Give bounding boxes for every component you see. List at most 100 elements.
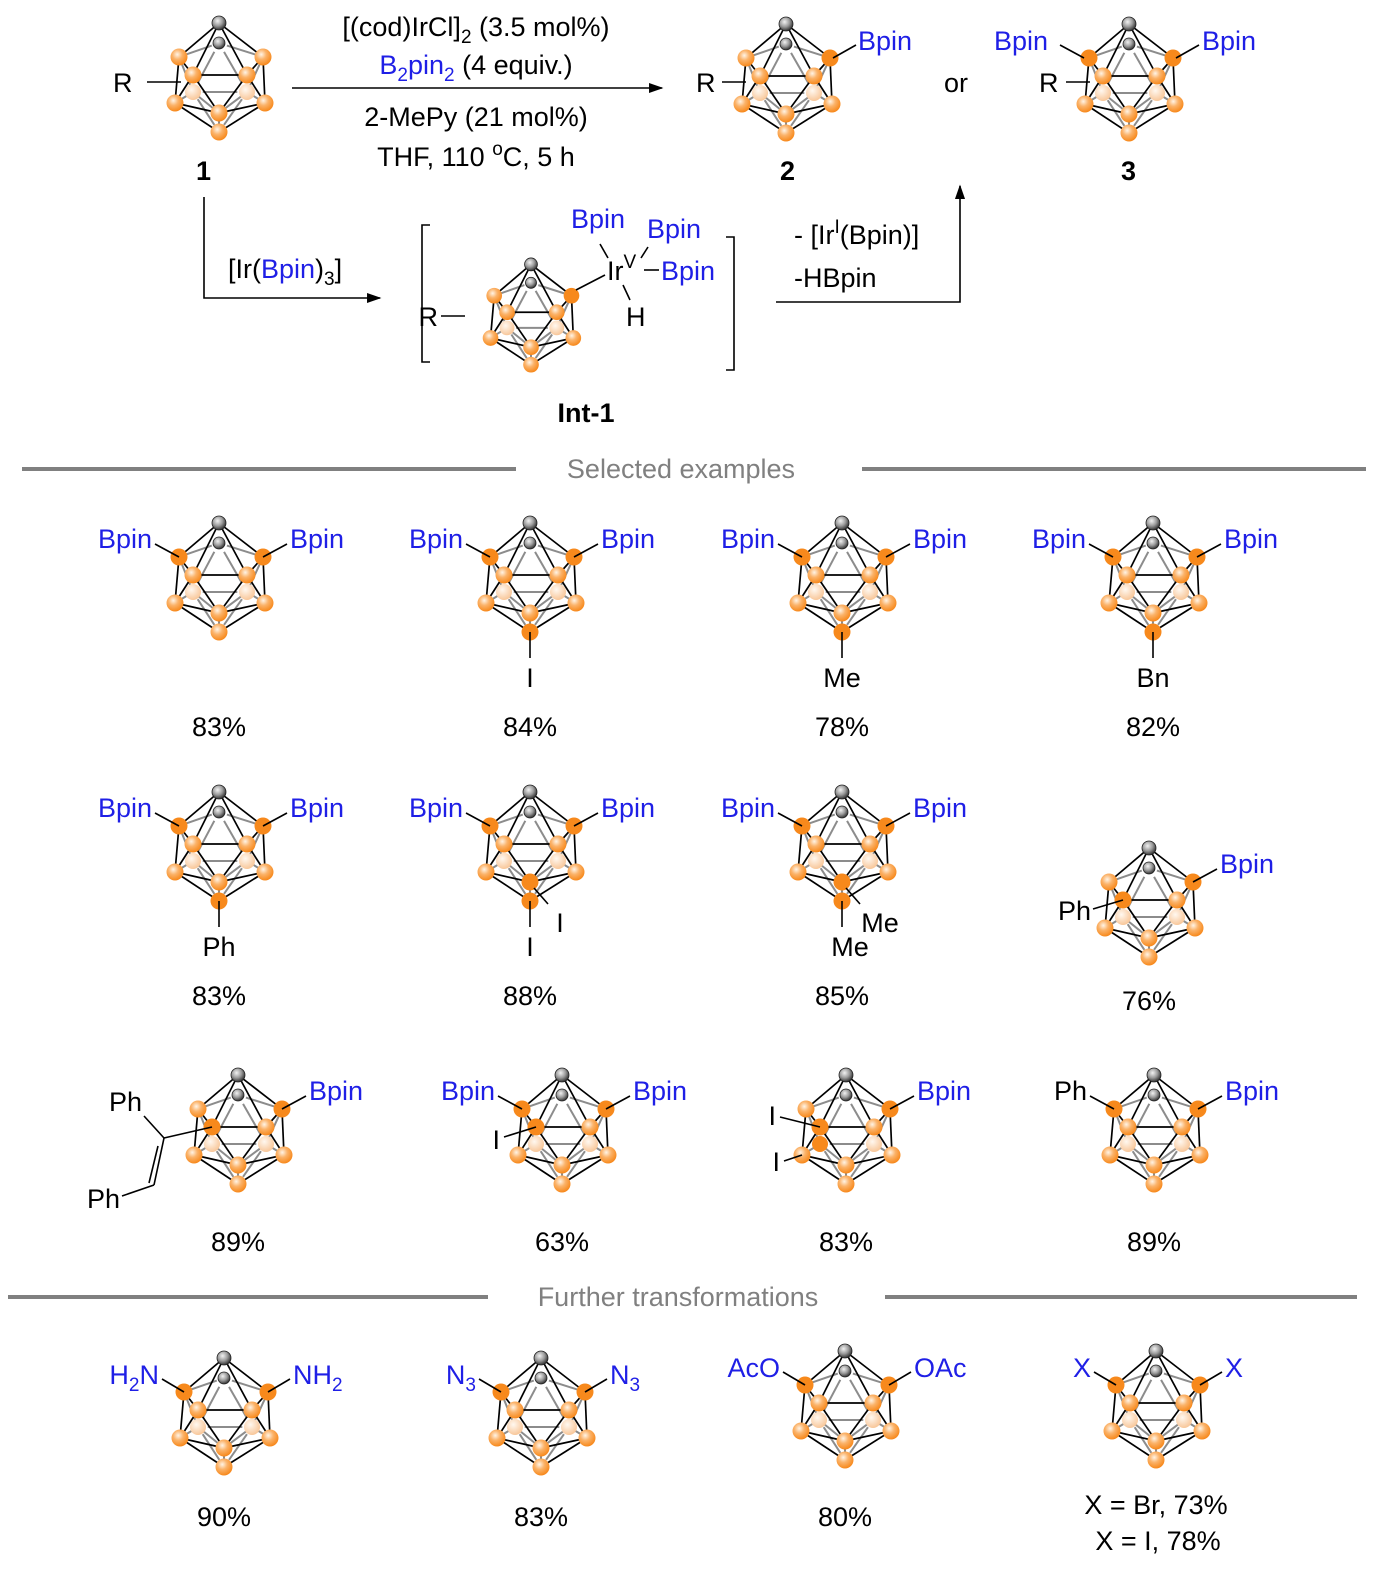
boron-atom [477, 594, 495, 612]
bpin-label: Bpin [858, 26, 912, 56]
boron-atom [1095, 85, 1111, 101]
cage-back-bond [763, 99, 783, 127]
boron-atom [836, 1451, 854, 1469]
boron-atom [1145, 1175, 1163, 1193]
yield-label: 80% [818, 1502, 872, 1532]
pathway-arrow-2 [776, 184, 966, 303]
cage-bond [529, 791, 559, 845]
substituent-bond [497, 1095, 523, 1110]
cage-bond [561, 1154, 609, 1185]
yield-label: 83% [514, 1502, 568, 1532]
cage-back-bond [566, 1103, 586, 1136]
carbon-atom [834, 784, 850, 800]
starting-material-1: R 1 [113, 15, 274, 186]
bpin-label-left: Bpin [994, 26, 1048, 56]
carbon-atom [1146, 1067, 1162, 1083]
boron-atom [239, 584, 255, 600]
substituent-bond [154, 543, 180, 558]
carbon-atom [217, 1371, 231, 1385]
boron-atom [561, 1419, 577, 1435]
boron-atom [210, 604, 228, 622]
boron-atom [823, 95, 841, 113]
cage-back-bond [215, 1150, 235, 1178]
substituent-bond [889, 1095, 915, 1110]
carbon-atom [212, 536, 226, 550]
carbon-atom [835, 805, 849, 819]
boron-atom [215, 1439, 233, 1457]
cage-bond [211, 1074, 239, 1128]
boron-atom [482, 330, 499, 346]
cage-back-bond [216, 1147, 234, 1162]
boron-atom [837, 1175, 855, 1193]
boron-atom [553, 1175, 571, 1193]
boron-atom [171, 1429, 189, 1447]
cage-back-bond [566, 1150, 586, 1178]
carbon-atom [1148, 1343, 1164, 1359]
boron-atom [166, 863, 184, 881]
boron-atom [1140, 929, 1158, 947]
cage-bond [797, 602, 843, 633]
cage-bond [845, 1154, 893, 1185]
cage-bond [218, 22, 264, 58]
cage-bond [174, 102, 220, 133]
boron-atom [1168, 891, 1186, 909]
boron-atom [560, 1401, 578, 1419]
boron-atom [1175, 1394, 1193, 1412]
boron-atom [486, 287, 503, 304]
cage-bond [223, 1357, 253, 1411]
cage-bond [503, 791, 531, 845]
boron-atom [243, 1401, 261, 1419]
cage-back-bond [534, 863, 554, 880]
carbon-atom [211, 784, 227, 800]
cage-back-bond [849, 1422, 869, 1439]
cage-back-bond [823, 1423, 841, 1438]
boron-atom [185, 853, 201, 869]
carbon-atom [1141, 840, 1157, 856]
cage-bond [819, 1074, 847, 1128]
substituent-bond [573, 543, 599, 558]
cage-bond [841, 602, 889, 633]
substituent-r-label: R [113, 68, 133, 98]
cage-back-bond [507, 598, 527, 626]
substituent-bottom-2: I [556, 908, 564, 938]
cage-back-bond [1158, 1150, 1178, 1178]
boron-atom [567, 863, 585, 881]
boron-atom [862, 853, 878, 869]
boron-atom [1119, 1118, 1137, 1136]
cage-bond [489, 522, 531, 558]
cage-back-bond [519, 1430, 537, 1445]
substituent-left: Bpin [1032, 524, 1086, 554]
cage-bond [218, 871, 266, 902]
yield-label: 82% [1126, 712, 1180, 742]
cage-bond [218, 522, 248, 576]
substituent-r-label: R [419, 302, 439, 332]
boron-atom [1173, 584, 1189, 600]
boron-atom [1176, 1412, 1192, 1428]
cage-back-bond [566, 1146, 586, 1163]
cage-bond [529, 791, 575, 827]
substituent-i-top: I [768, 1101, 776, 1131]
cage-back-bond [850, 1150, 870, 1178]
boron-atom [229, 1156, 247, 1174]
boron-atom [797, 1100, 815, 1118]
substituent-bond [1197, 1095, 1223, 1110]
cage-bond [561, 1074, 591, 1128]
boron-atom [1076, 95, 1094, 113]
boron-atom [532, 1439, 550, 1457]
boron-atom [879, 594, 897, 612]
carbon-atom [779, 37, 793, 51]
boron-atom [1100, 873, 1118, 891]
cage-back-bond [534, 333, 553, 359]
substituent-bond [1092, 899, 1124, 910]
boron-atom [523, 356, 539, 373]
boron-atom [521, 873, 539, 891]
cage-back-bond [228, 1433, 248, 1461]
cage-bond [490, 337, 532, 366]
cage-bond [841, 522, 871, 576]
cage-back-bond [819, 867, 839, 895]
bracket-left [421, 224, 430, 363]
substituent-bond [533, 887, 549, 905]
boron-atom [789, 594, 807, 612]
boron-atom [532, 1458, 550, 1476]
